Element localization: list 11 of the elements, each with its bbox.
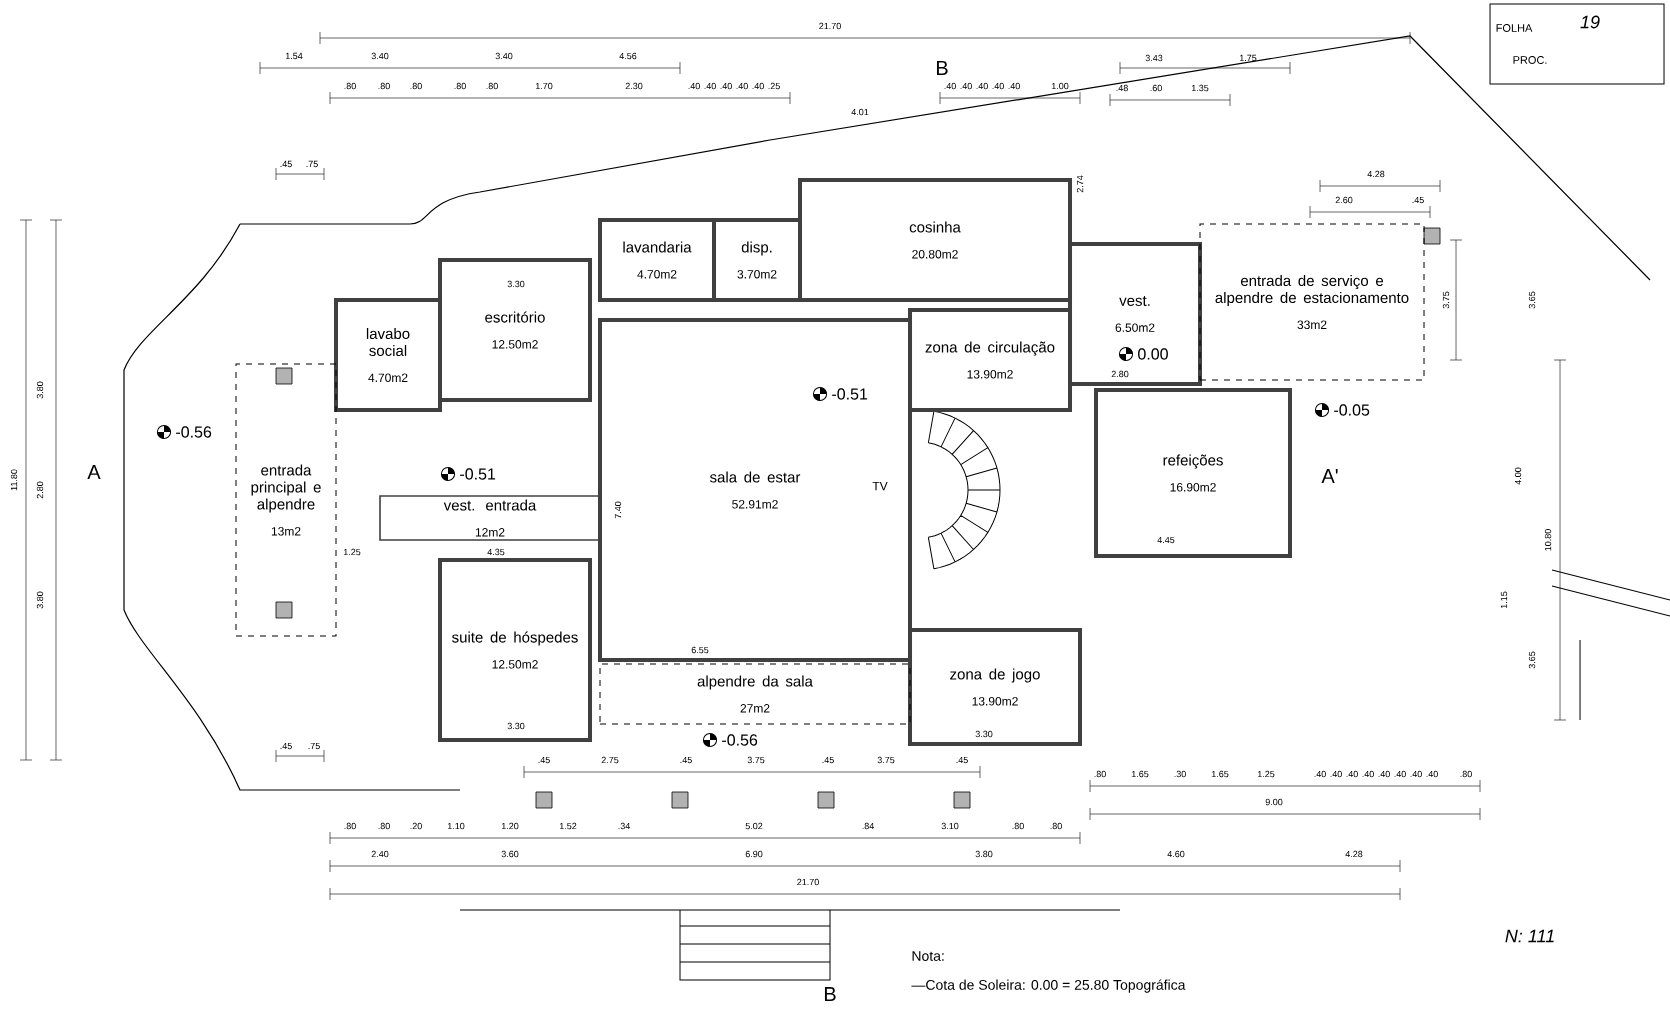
level-value: 0.00	[1138, 348, 1168, 360]
section-mark: B	[936, 61, 948, 75]
level-value: -0.05	[1334, 404, 1370, 416]
handwritten-note: 19	[1580, 15, 1600, 29]
handwritten-note: N: 111	[1505, 929, 1554, 943]
level-value: -0.56	[176, 426, 212, 438]
section-mark: A'	[1321, 469, 1338, 483]
level-value: -0.51	[460, 468, 496, 480]
section-mark: A	[87, 465, 101, 479]
section-mark: B	[824, 987, 836, 1001]
level-value: -0.51	[832, 388, 868, 400]
